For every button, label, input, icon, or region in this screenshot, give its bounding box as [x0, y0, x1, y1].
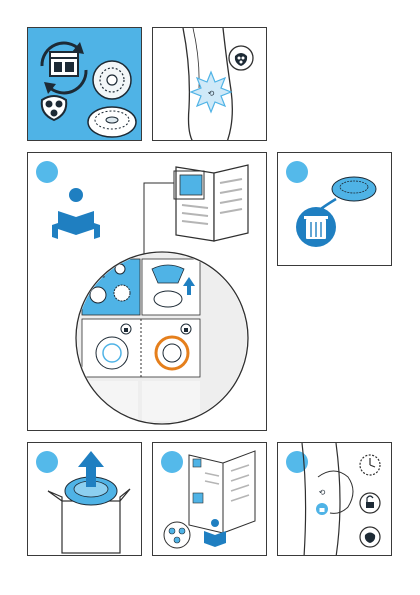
manual-illustration — [28, 153, 267, 431]
reminder-icon-on-display: ⟲ — [319, 488, 326, 497]
shaving-heads-icon — [42, 96, 67, 120]
waste-bin-icon — [296, 207, 336, 247]
replacement-parts-illustration — [28, 28, 142, 141]
panel-step-unpack — [27, 442, 142, 556]
lock-icon — [316, 503, 328, 515]
replacement-reminder-icon — [229, 46, 253, 70]
unlock-icon — [360, 493, 380, 513]
unpack-illustration — [28, 443, 142, 556]
panel-step-read — [152, 442, 267, 556]
lock-icon — [181, 324, 191, 334]
panel-step-read-manual — [27, 152, 267, 431]
replacement-reminder-icon — [360, 527, 380, 547]
person-reading-icon — [52, 188, 100, 239]
svg-text:⟲: ⟲ — [319, 488, 326, 497]
panel-step-dispose — [277, 152, 392, 266]
unlock-icon — [121, 324, 131, 334]
calendar-replace-cycle-icon — [42, 42, 86, 94]
panel-shaver-reminder: ⟲ — [152, 27, 267, 141]
shaving-heads-icon — [164, 522, 190, 548]
user-manual-booklet — [176, 165, 248, 241]
shaver-handle — [302, 443, 340, 556]
reminder-burst: ⟲ — [191, 72, 231, 112]
user-manual-booklet — [189, 451, 255, 533]
panel-replacement-parts — [27, 27, 142, 141]
reset-illustration: ⟲ — [278, 443, 392, 556]
svg-text:⟲: ⟲ — [208, 89, 215, 98]
panel-step-reset: ⟲ — [277, 442, 392, 556]
shaver-reminder-illustration: ⟲ — [153, 28, 267, 141]
clock-icon — [360, 455, 380, 475]
shaving-head-top-view — [93, 61, 131, 99]
magnified-detail — [76, 252, 248, 424]
shaving-head-side-view — [88, 107, 136, 137]
read-illustration — [153, 443, 267, 556]
old-shaving-head — [332, 177, 376, 201]
dispose-illustration — [278, 153, 392, 266]
